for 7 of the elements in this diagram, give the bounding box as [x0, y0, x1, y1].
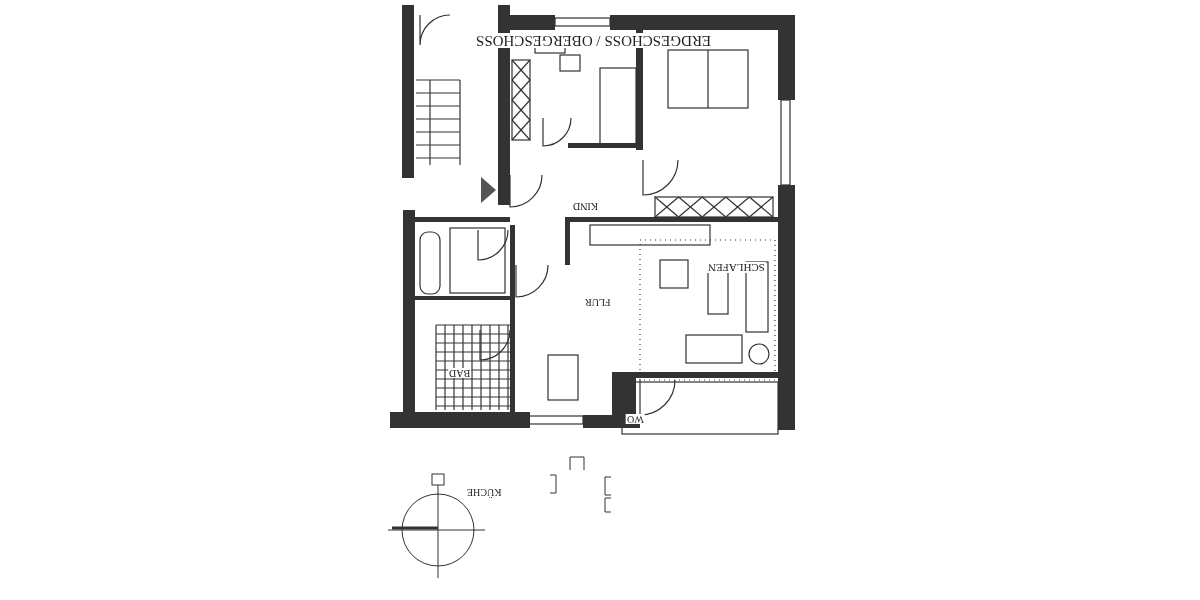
room-label: FLUR: [584, 297, 612, 307]
room-label: BAD: [448, 368, 472, 378]
room-label: SCHLAFEN: [707, 262, 766, 273]
room-label: KIND: [572, 201, 599, 211]
room-label: KÜCHE: [466, 487, 503, 497]
plan-title: ERDGESCHOSS / OBERGESCHOSS: [475, 33, 713, 48]
room-label: WO: [626, 414, 645, 424]
